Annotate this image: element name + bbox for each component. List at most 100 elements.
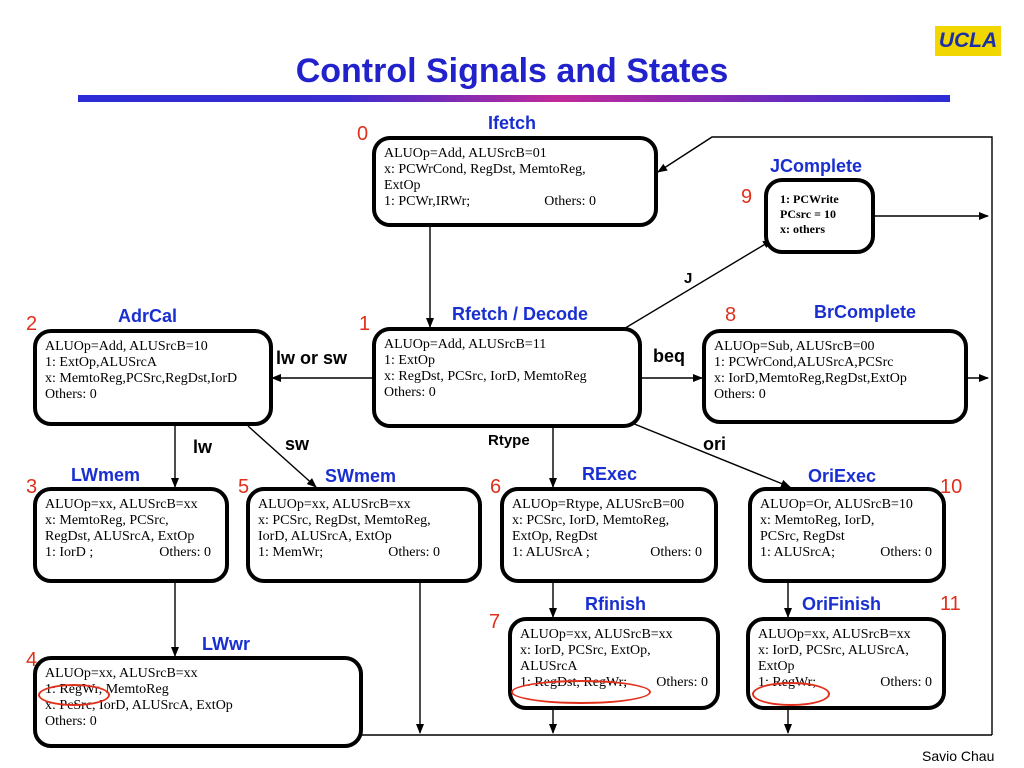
state-last-row: 1: ALUSrcA; Others: 0 (760, 545, 934, 561)
state-line: 1: MemWr; (258, 545, 324, 560)
state-number-rexec: 6 (490, 476, 502, 498)
state-line: PCsrc = 10 (780, 207, 836, 221)
state-line: x: others (780, 222, 825, 236)
state-name-rfetch: Rfetch / Decode (452, 304, 589, 324)
ucla-logo: UCLA (935, 26, 1001, 56)
state-last-row: 1: ALUSrcA ; Others: 0 (512, 545, 706, 561)
state-last-row: 1: PCWr,IRWr; Others: 0 (384, 194, 646, 210)
state-line: RegDst, ALUSrcA, ExtOp (45, 529, 195, 544)
highlight-regwr-orifinish (752, 682, 830, 706)
state-line: x: IorD,MemtoReg,RegDst,ExtOp (714, 371, 907, 386)
state-name-adrcal: AdrCal (118, 306, 178, 326)
edge-adrcal-swmem (247, 425, 317, 488)
state-name-ifetch: Ifetch (488, 113, 537, 133)
state-line: 1: PCWr,IRWr; (384, 194, 471, 209)
state-name-brcomplete: BrComplete (814, 302, 917, 322)
state-brcomplete: ALUOp=Sub, ALUSrcB=00 1: PCWrCond,ALUSrc… (702, 329, 968, 424)
state-line: x: MemtoReg,PCSrc,RegDst,IorD (45, 371, 238, 386)
state-oriexec: ALUOp=Or, ALUSrcB=10 x: MemtoReg, IorD, … (748, 487, 946, 583)
edge-label-rtype: Rtype (488, 432, 530, 449)
state-line: ALUOp=xx, ALUSrcB=xx (45, 666, 198, 681)
state-number-rfinish: 7 (489, 611, 501, 633)
state-last-row: 1: IorD ; Others: 0 (45, 545, 217, 561)
state-line: ALUOp=xx, ALUSrcB=xx (45, 497, 198, 512)
state-number-adrcal: 2 (26, 313, 38, 335)
state-line: Others: 0 (159, 545, 211, 560)
state-line: Others: 0 (544, 194, 596, 209)
state-number-ifetch: 0 (357, 123, 369, 145)
edge-label-lw-or-sw: lw or sw (276, 348, 348, 368)
state-line: 1: ALUSrcA; (760, 545, 836, 560)
state-number-rfetch: 1 (359, 313, 371, 335)
page-title: Control Signals and States (295, 52, 729, 90)
state-line: ALUOp=xx, ALUSrcB=xx (258, 497, 411, 512)
state-last-row: 1: MemWr; Others: 0 (258, 545, 470, 561)
state-orifinish: ALUOp=xx, ALUSrcB=xx x: IorD, PCSrc, ALU… (746, 617, 946, 710)
state-line: ALUOp=Add, ALUSrcB=01 (384, 146, 547, 161)
state-rfetch: ALUOp=Add, ALUSrcB=11 1: ExtOp x: RegDst… (372, 327, 642, 428)
state-number-oriexec: 10 (940, 476, 963, 498)
state-line: x: PCSrc, IorD, MemtoReg, (512, 513, 670, 528)
return-bus-to-ifetch (657, 136, 993, 735)
state-line: ExtOp (384, 178, 421, 193)
state-line: ExtOp, RegDst (512, 529, 598, 544)
state-line: ALUOp=xx, ALUSrcB=xx (758, 627, 911, 642)
state-line: 1: PCWrite (780, 192, 839, 206)
state-jcomplete: 1: PCWrite PCsrc = 10 x: others (764, 178, 875, 254)
state-number-jcomplete: 9 (741, 186, 753, 208)
highlight-regwr-lwwr (38, 684, 110, 706)
state-number-lwwr: 4 (26, 649, 38, 671)
state-line: Others: 0 (388, 545, 440, 560)
state-rexec: ALUOp=Rtype, ALUSrcB=00 x: PCSrc, IorD, … (500, 487, 718, 583)
edge-label-ori: ori (703, 434, 727, 454)
state-swmem: ALUOp=xx, ALUSrcB=xx x: PCSrc, RegDst, M… (246, 487, 482, 583)
state-line: Others: 0 (45, 714, 97, 729)
state-name-swmem: SWmem (325, 466, 397, 486)
state-line: Others: 0 (650, 545, 702, 560)
state-name-oriexec: OriExec (808, 466, 877, 486)
state-line: Others: 0 (714, 387, 766, 402)
state-line: ALUOp=Or, ALUSrcB=10 (760, 497, 913, 512)
author-credit: Savio Chau (922, 748, 995, 764)
state-ifetch: ALUOp=Add, ALUSrcB=01 x: PCWrCond, RegDs… (372, 136, 658, 227)
edge-label-sw: sw (285, 434, 310, 454)
state-line: x: IorD, PCSrc, ALUSrcA, (758, 643, 909, 658)
state-line: 1: IorD ; (45, 545, 94, 560)
state-lwmem: ALUOp=xx, ALUSrcB=xx x: MemtoReg, PCSrc,… (33, 487, 229, 583)
state-line: x: MemtoReg, IorD, (760, 513, 875, 528)
edge-label-beq: beq (653, 346, 686, 366)
state-line: x: IorD, PCSrc, ExtOp, (520, 643, 651, 658)
state-number-swmem: 5 (238, 476, 250, 498)
state-name-jcomplete: JComplete (770, 156, 863, 176)
state-line: Others: 0 (45, 387, 97, 402)
state-line: 1: PCWrCond,ALUSrcA,PCSrc (714, 355, 894, 370)
state-line: 1: ExtOp,ALUSrcA (45, 355, 157, 370)
state-line: ALUOp=Add, ALUSrcB=10 (45, 339, 208, 354)
edge-rfetch-oriexec (631, 422, 791, 488)
state-line: ALUOp=Add, ALUSrcB=11 (384, 337, 547, 352)
state-line: ALUOp=Rtype, ALUSrcB=00 (512, 497, 685, 512)
state-line: x: PCSrc, RegDst, MemtoReg, (258, 513, 431, 528)
state-line: ExtOp (758, 659, 795, 674)
highlight-regdst-regwr-rfinish (511, 680, 651, 704)
edge-rfetch-jcomplete (621, 239, 773, 331)
state-number-orifinish: 11 (940, 593, 961, 615)
state-name-orifinish: OriFinish (802, 594, 882, 614)
state-name-rexec: RExec (582, 464, 638, 484)
state-name-lwmem: LWmem (71, 465, 141, 485)
edge-label-lw: lw (193, 437, 213, 457)
state-line: ALUOp=xx, ALUSrcB=xx (520, 627, 673, 642)
state-number-brcomplete: 8 (725, 304, 737, 326)
state-line: ALUOp=Sub, ALUSrcB=00 (714, 339, 875, 354)
title-underline (78, 95, 950, 102)
state-line: Others: 0 (880, 675, 932, 690)
state-line: Others: 0 (880, 545, 932, 560)
state-line: IorD, ALUSrcA, ExtOp (258, 529, 392, 544)
edge-label-j: J (684, 270, 693, 287)
state-line: ALUSrcA (520, 659, 578, 674)
state-name-rfinish: Rfinish (585, 594, 646, 614)
state-line: Others: 0 (656, 675, 708, 690)
state-number-lwmem: 3 (26, 476, 38, 498)
state-line: x: RegDst, PCSrc, IorD, MemtoReg (384, 369, 587, 384)
